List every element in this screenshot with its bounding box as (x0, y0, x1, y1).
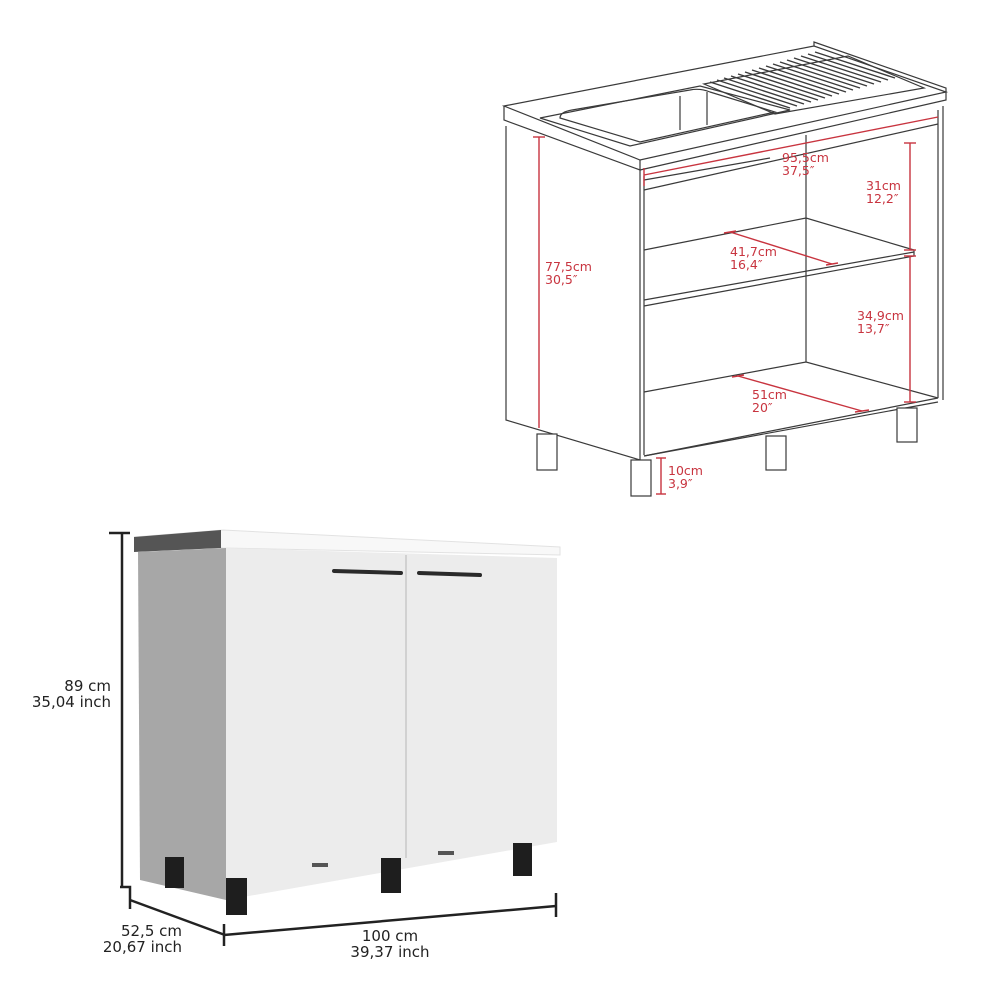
height-label: 89 cm 35,04 inch (20, 677, 111, 711)
width-cm: 100 cm (361, 927, 419, 945)
shelf-depth-label: 41,7cm 16,4″ (730, 245, 777, 271)
interior-width-inch: 37,5″ (782, 163, 815, 179)
shelf-depth-inch: 16,4″ (730, 257, 763, 273)
black-dimension-lines (109, 531, 558, 946)
depth-label: 52,5 cm 20,67 inch (70, 922, 182, 956)
interior-width-cm: 95,5cm (782, 150, 829, 165)
height-cm: 89 cm (64, 677, 111, 695)
body-height-cm: 77,5cm (545, 259, 592, 274)
depth-cm: 52,5 cm (120, 922, 182, 940)
body-height-inch: 30,5″ (545, 272, 578, 288)
width-label: 100 cm 39,37 inch (330, 927, 450, 961)
leg-height-cm: 10cm (668, 463, 703, 478)
upper-height-cm: 31cm (866, 178, 901, 193)
shelf-depth-cm: 41,7cm (730, 244, 777, 259)
leg-height-inch: 3,9″ (668, 476, 693, 492)
interior-width-label: 95,5cm 37,5″ (782, 151, 829, 177)
lower-height-label: 34,9cm 13,7″ (857, 309, 904, 335)
lower-height-cm: 34,9cm (857, 308, 904, 323)
red-dimension-lines (533, 116, 939, 495)
upper-height-inch: 12,2″ (866, 191, 899, 207)
depth-inch: 20,67 inch (102, 937, 182, 956)
leg-height-label: 10cm 3,9″ (668, 464, 703, 490)
cabinet-outline (501, 41, 949, 497)
height-inch: 35,04 inch (31, 692, 111, 711)
bottom-depth-inch: 20″ (752, 400, 773, 416)
left-door-handle (332, 569, 403, 575)
right-door-handle (417, 571, 482, 577)
lower-height-inch: 13,7″ (857, 321, 890, 337)
cabinet-render (133, 529, 561, 915)
body-height-label: 77,5cm 30,5″ (545, 260, 592, 286)
bottom-depth-label: 51cm 20″ (752, 388, 787, 414)
upper-height-label: 31cm 12,2″ (866, 179, 901, 205)
bottom-depth-cm: 51cm (752, 387, 787, 402)
width-inch: 39,37 inch (350, 942, 430, 961)
